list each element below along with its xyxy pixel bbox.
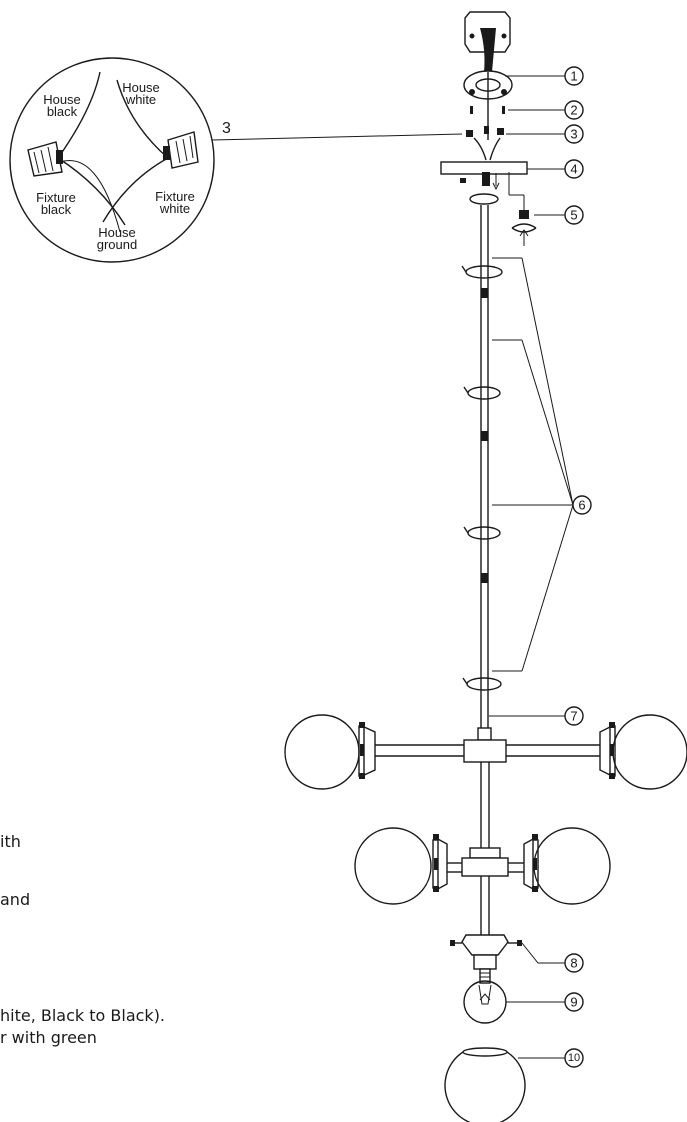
svg-text:8: 8 — [570, 956, 577, 971]
bracket-screws-icon — [470, 106, 505, 114]
connectors-icon — [466, 126, 504, 161]
house-white-wire — [116, 79, 169, 159]
svg-text:1: 1 — [570, 69, 577, 84]
mounting-bracket — [463, 70, 513, 140]
house-black-wire — [57, 71, 101, 159]
lower-arm — [432, 834, 539, 892]
canopy — [440, 161, 528, 210]
leader-8 — [521, 942, 565, 964]
label-fixture-black-1: Fixture — [36, 190, 76, 205]
label-house-ground-1: House — [98, 225, 136, 240]
instruction-fragment-1: ith — [0, 832, 21, 851]
instruction-fragment-2: and — [0, 890, 31, 909]
svg-text:10: 10 — [568, 1052, 580, 1064]
rotate-arrow-icon-4 — [462, 677, 502, 691]
label-fixture-black-2: black — [41, 202, 72, 217]
svg-text:4: 4 — [570, 162, 577, 177]
left-wire-nut-icon — [27, 141, 63, 177]
fixture-white-wire — [102, 157, 169, 223]
wiring-inset: House black House white Fixture black Fi… — [9, 57, 215, 263]
right-wire-nut-icon — [163, 131, 199, 169]
label-house-white-1: House — [122, 80, 160, 95]
inset-circle — [9, 57, 215, 263]
svg-text:6: 6 — [578, 498, 585, 513]
label-house-white-2: white — [125, 92, 156, 107]
svg-text:9: 9 — [570, 995, 577, 1010]
rod-assembly — [461, 205, 503, 728]
svg-text:2: 2 — [570, 103, 577, 118]
rotate-arrow-icon-2 — [463, 386, 501, 400]
canopy-ring — [469, 193, 499, 205]
fixture-black-wire — [57, 157, 126, 226]
bottom-holder — [450, 934, 522, 970]
label-house-black-2: black — [47, 104, 78, 119]
label-fixture-white-2: white — [159, 201, 190, 216]
rotate-arrow-icon-1 — [461, 265, 503, 279]
globe-lower-right — [533, 827, 611, 905]
svg-text:3: 3 — [570, 127, 577, 142]
callout-6: 6 — [572, 495, 592, 515]
inset-step-label: 3 — [222, 120, 231, 137]
callout-3: 3 — [564, 124, 584, 144]
svg-text:7: 7 — [570, 709, 577, 724]
instruction-fragment-4: r with green — [0, 1028, 97, 1047]
label-fixture-white-1: Fixture — [155, 189, 195, 204]
callout-9: 9 — [564, 992, 584, 1012]
label-house-black-1: House — [43, 92, 81, 107]
callout-4: 4 — [564, 159, 584, 179]
lock-nut — [511, 210, 537, 246]
callout-7: 7 — [564, 706, 584, 726]
globe-upper-left — [284, 714, 360, 790]
bulb — [463, 968, 507, 1024]
label-house-ground-2: ground — [97, 237, 137, 252]
glass-shade — [444, 1047, 526, 1122]
callout-10: 10 — [564, 1048, 584, 1068]
callout-2: 2 — [564, 100, 584, 120]
instruction-fragment-3: hite, Black to Black). — [0, 1006, 166, 1025]
globe-upper-right — [612, 714, 687, 790]
callout-8: 8 — [564, 953, 584, 973]
callout-5: 5 — [564, 205, 584, 225]
upper-arm — [358, 722, 616, 779]
house-ground-wire — [59, 160, 121, 233]
leader-6 — [492, 257, 574, 672]
rotate-arrow-icon-3 — [463, 526, 501, 540]
svg-text:5: 5 — [570, 208, 577, 223]
inset-leader-line — [211, 133, 463, 141]
callout-1: 1 — [564, 66, 584, 86]
junction-box — [464, 11, 511, 72]
globe-lower-left — [354, 827, 432, 905]
